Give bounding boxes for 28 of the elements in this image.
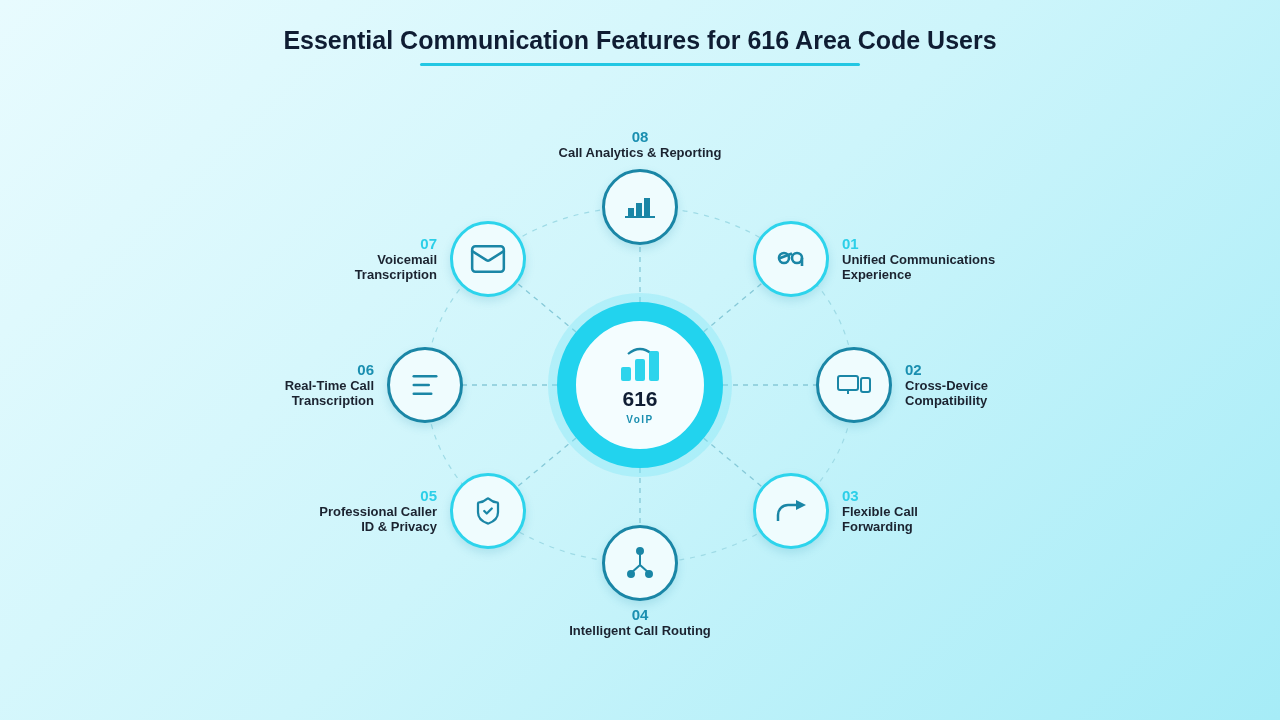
feature-label: Voicemail Transcription — [353, 251, 437, 282]
feature-label: Call Analytics & Reporting — [558, 145, 722, 160]
feature-label: Professional Caller ID & Privacy — [318, 503, 437, 534]
dashed-connector — [516, 437, 577, 488]
feature-number: 01 — [842, 234, 859, 252]
dashed-connector — [516, 282, 577, 333]
dashed-connector — [462, 384, 558, 386]
center-circle — [557, 302, 723, 468]
feature-label: Intelligent Call Routing — [569, 623, 711, 638]
area-code: 616 — [622, 387, 658, 411]
feature-number: 05 — [420, 486, 437, 504]
title: Essential Communication Features for 616 Area Code Users — [282, 26, 998, 55]
feature-label: Unified Communications Experience — [842, 251, 997, 282]
feature-label: Cross-Device Compatibility — [905, 377, 990, 408]
feature-label: Real-Time Call Transcription — [283, 377, 374, 408]
center-subtitle: VoIP — [626, 414, 654, 425]
dashed-connector — [639, 244, 641, 303]
feature-number: 07 — [420, 234, 437, 252]
dashed-connector — [703, 437, 763, 488]
feature-number: 08 — [631, 128, 649, 145]
dashed-connector — [639, 467, 641, 526]
feature-number: 02 — [905, 360, 922, 378]
feature-label: Flexible Call Forwarding — [842, 503, 919, 534]
dashed-connector — [722, 384, 817, 386]
feature-number: 03 — [842, 486, 859, 504]
dashed-connector — [703, 282, 763, 333]
feature-number: 04 — [631, 606, 649, 623]
feature-number: 06 — [357, 360, 374, 378]
